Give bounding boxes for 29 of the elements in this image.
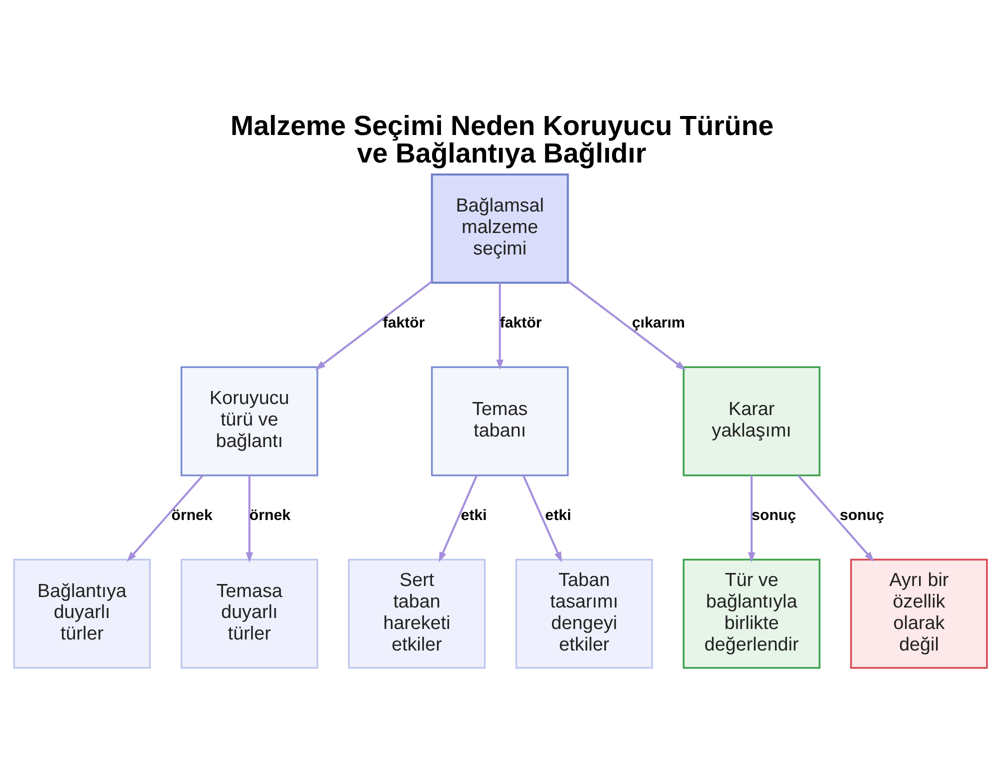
node-box: Ayrı bir özellik olarak değil (850, 558, 988, 669)
node-box: Temasa duyarlı türler (180, 558, 318, 669)
node-box: Karar yaklaşımı (682, 366, 820, 476)
node-box: Sert taban hareketi etkiler (348, 558, 486, 669)
edge-label: örnek (248, 507, 290, 524)
arrow (522, 475, 562, 562)
edge-label: örnek (170, 507, 212, 524)
edge-label: etki (460, 507, 486, 524)
arrow (566, 280, 686, 370)
node-box: Bağlamsal malzeme seçimi (430, 174, 568, 284)
arrow (314, 280, 432, 370)
node-box: Temas tabanı (430, 366, 568, 476)
arrow (438, 475, 478, 562)
edge-label: faktör (382, 314, 424, 332)
arrow (245, 475, 253, 563)
arrow (496, 282, 503, 370)
node-box: Taban tasarımı dengeyi etkiler (514, 558, 652, 669)
diagram-title: Malzeme Seçimi Neden Koruyucu Türüne ve Bağlantıya Bağlıdır (230, 110, 774, 169)
edge-label: sonuç (839, 507, 884, 524)
node-box: Bağlantıya duyarlı türler (12, 558, 150, 669)
node-box: Tür ve bağlantıyla birlikte değerlendir (682, 558, 820, 669)
edge-label: faktör (499, 314, 542, 332)
arrow (796, 474, 874, 562)
edge-label: çıkarım (632, 314, 684, 332)
edge-label: sonuç (751, 507, 796, 524)
edge-label: etki (544, 507, 571, 524)
node-box: Koruyucu türü ve bağlantı (180, 366, 318, 476)
arrow (747, 475, 755, 563)
arrow (126, 474, 204, 562)
